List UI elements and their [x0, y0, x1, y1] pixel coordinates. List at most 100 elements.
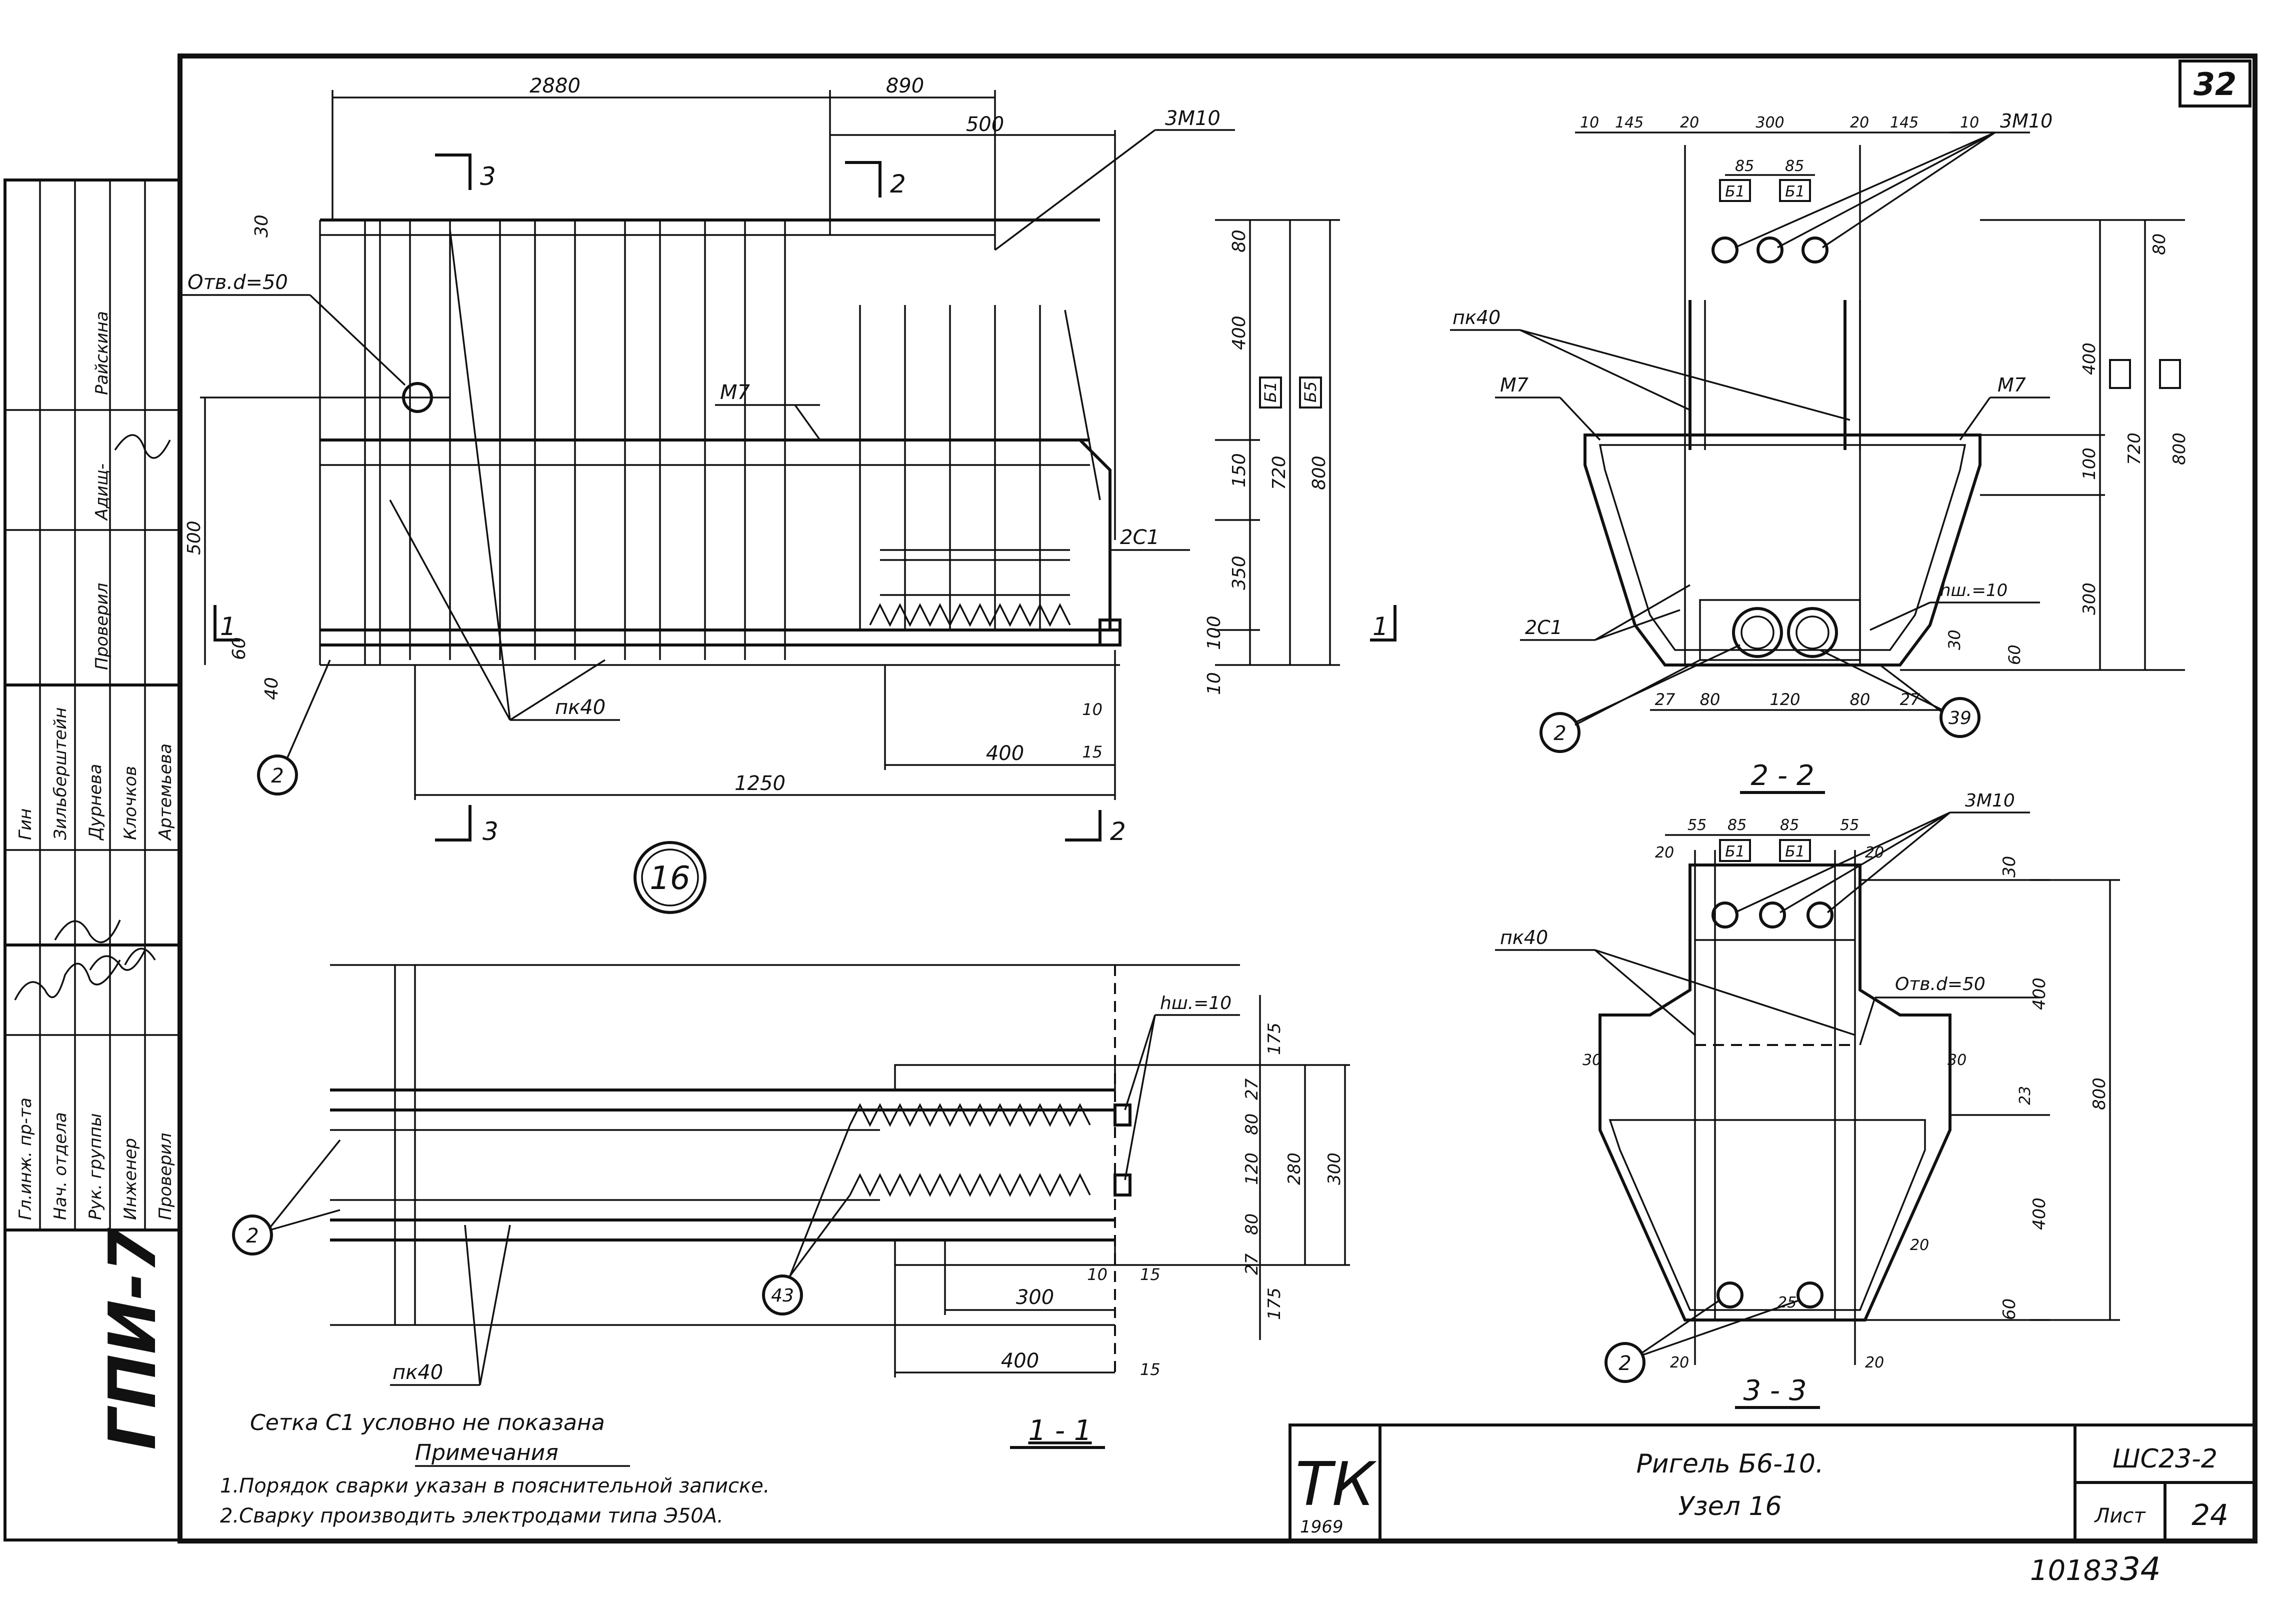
sheet-frame: 32 — [178, 54, 2258, 1544]
sec33-caption: 3 - 3 — [1743, 1374, 1806, 1407]
stamp-top-role-2: Адищ- — [92, 464, 112, 521]
sec22-dim-r300: 300 — [2080, 582, 2100, 615]
sec11-dim-400-bottom: 400 — [1001, 1350, 1039, 1372]
main-sec-1-left: 1 — [220, 612, 236, 641]
main-dim-500: 500 — [966, 113, 1004, 136]
sec11-spiral-bottom — [849, 1173, 1091, 1197]
sec22-dim-t20b: 20 — [1850, 114, 1869, 132]
sec33-bolt-3 — [1806, 902, 1834, 928]
corner-sheet-number: 32 — [2194, 66, 2236, 102]
sec33-dim-t85a: 85 — [1728, 816, 1746, 834]
main-dim-r350: 350 — [1229, 556, 1250, 590]
stamp-name-5: Артемьева — [156, 744, 176, 841]
sec33-dim-23: 23 — [2016, 1086, 2034, 1105]
sec33-dim-20b: 20 — [1670, 1354, 1689, 1372]
sec33-dim-20c: 20 — [1865, 1354, 1884, 1372]
section-1-1: 175 27 80 120 80 27 175 280 300 300 400 … — [232, 964, 1350, 1449]
sec11-dim-27-top: 27 — [1242, 1078, 1262, 1100]
main-label-2c1: 2С1 — [1120, 526, 1160, 549]
main-dim-r10: 10 — [1204, 672, 1224, 695]
sec11-dim-175-bottom: 175 — [1264, 1288, 1284, 1320]
section-3-3: 20 55 85 85 55 20 Б1 Б1 30 400 400 800 6… — [1495, 790, 2120, 1409]
title-line-1: Ригель Б6-10. — [1636, 1449, 1824, 1479]
notes-heading: Примечания — [415, 1440, 558, 1466]
title-logo: ТК — [1296, 1450, 1377, 1520]
sec22-dim-r800: 800 — [2170, 432, 2190, 465]
main-dim-r720: 720 — [1269, 456, 1290, 490]
sec33-badge-2: Б1 — [1785, 843, 1805, 860]
sec22-dim-r400: 400 — [2080, 342, 2100, 375]
note-item-2: 2.Сварку производить электродами типа Э5… — [220, 1504, 724, 1528]
main-label-pk40: пк40 — [555, 696, 606, 719]
main-dim-r800: 800 — [1309, 456, 1330, 490]
stamp-role-3: Рук. группы — [86, 1113, 106, 1220]
sec22-label-hw: hш.=10 — [1940, 580, 2008, 600]
title-line-2: Узел 16 — [1678, 1492, 1782, 1522]
sec33-label-hole: Отв.d=50 — [1895, 974, 1986, 994]
sec22-dim-t145a: 145 — [1615, 114, 1644, 132]
sec33-dim-r400a: 400 — [2030, 978, 2050, 1010]
sec33-pos-2-text: 2 — [1618, 1352, 1631, 1375]
main-dim-890: 890 — [886, 74, 924, 98]
sec33-dim-30b: 30 — [1948, 1052, 1966, 1069]
main-dim-r100: 100 — [1204, 616, 1224, 650]
main-pos-2 — [257, 754, 298, 796]
sec22-dim-30: 30 — [1945, 630, 1964, 650]
page-number: 34 — [2120, 1551, 2160, 1588]
title-year: 1969 — [1300, 1517, 1344, 1537]
sec22-pos-2 — [1540, 712, 1580, 753]
node-16-label: 16 — [650, 860, 690, 897]
sec11-pos-2-text: 2 — [246, 1224, 258, 1248]
sec11-label-hw: hш.=10 — [1160, 993, 1232, 1014]
main-badge-1: Б1 — [1261, 382, 1280, 402]
sec22-dim-r80: 80 — [2150, 234, 2170, 255]
note-mesh: Сетка С1 условно не показана — [250, 1410, 605, 1436]
title-code: ШС23-2 — [2112, 1444, 2218, 1474]
side-stamp: Гл.инж. пр-та Нач. отдела Рук. группы Ин… — [4, 178, 182, 1542]
note-item-1: 1.Порядок сварки указан в пояснительной … — [220, 1474, 770, 1498]
main-sec-1-right: 1 — [1372, 612, 1388, 641]
stamp-role-5: Проверил — [156, 1133, 176, 1220]
main-dim-15: 15 — [1082, 742, 1102, 762]
stamp-name-3: Дурнева — [86, 764, 106, 841]
main-label-3m10: 3М10 — [1165, 107, 1220, 130]
sec33-label-3m10: 3М10 — [1965, 790, 2015, 811]
sec11-pos-2 — [232, 1214, 273, 1256]
stamp-top-role-1: Проверил — [92, 583, 112, 670]
sec33-dim-20a: 20 — [1910, 1236, 1929, 1254]
sec22-bolt-2 — [1756, 236, 1784, 264]
main-sec-3-top: 3 — [480, 162, 496, 191]
sec22-label-2c1: 2С1 — [1525, 616, 1562, 638]
main-dim-2880: 2880 — [530, 74, 580, 98]
sec33-bar-1 — [1716, 1282, 1744, 1308]
main-label-m7: М7 — [720, 381, 750, 404]
org-mark: ГПИ-7 — [94, 1228, 170, 1450]
main-dim-r400: 400 — [1229, 316, 1250, 350]
sec33-bar-2 — [1796, 1282, 1824, 1308]
sec33-bolt-1 — [1712, 902, 1738, 928]
sec22-dim-b80a: 80 — [1700, 690, 1720, 709]
sec22-badge-1: Б1 — [1725, 183, 1745, 200]
sec22-dim-b80b: 80 — [1850, 690, 1870, 709]
title-block: ТК 1969 Ригель Б6-10. Узел 16 ШС23-2 Лис… — [1288, 1424, 2256, 1542]
stamp-role-1: Гл.инж. пр-та — [16, 1098, 36, 1220]
sec22-spiral-2 — [1787, 607, 1838, 658]
sec22-pos-39 — [1940, 697, 1980, 738]
stamp-name-1: Гин — [16, 808, 36, 840]
sec33-dim-r60: 60 — [2000, 1298, 2020, 1320]
sec22-dim-85b: 85 — [1785, 158, 1804, 175]
sec33-badge-1: Б1 — [1725, 843, 1745, 860]
sec22-dim-b120: 120 — [1770, 690, 1800, 709]
sec33-bolt-2 — [1759, 902, 1786, 928]
sec22-badge-2: Б1 — [1785, 183, 1805, 200]
sec11-dim-175-top: 175 — [1264, 1022, 1284, 1055]
sec33-dim-r30: 30 — [2000, 856, 2020, 878]
sec11-dim-300-bottom: 300 — [1016, 1286, 1054, 1309]
sec22-spiral-1 — [1732, 607, 1783, 658]
node-16-circle — [634, 841, 706, 914]
stamp-role-2: Нач. отдела — [50, 1112, 70, 1220]
stamp-name-2: Зильберштейн — [50, 708, 70, 840]
main-dim-1250: 1250 — [734, 772, 786, 795]
main-sec-2-bottom: 2 — [1110, 817, 1126, 846]
